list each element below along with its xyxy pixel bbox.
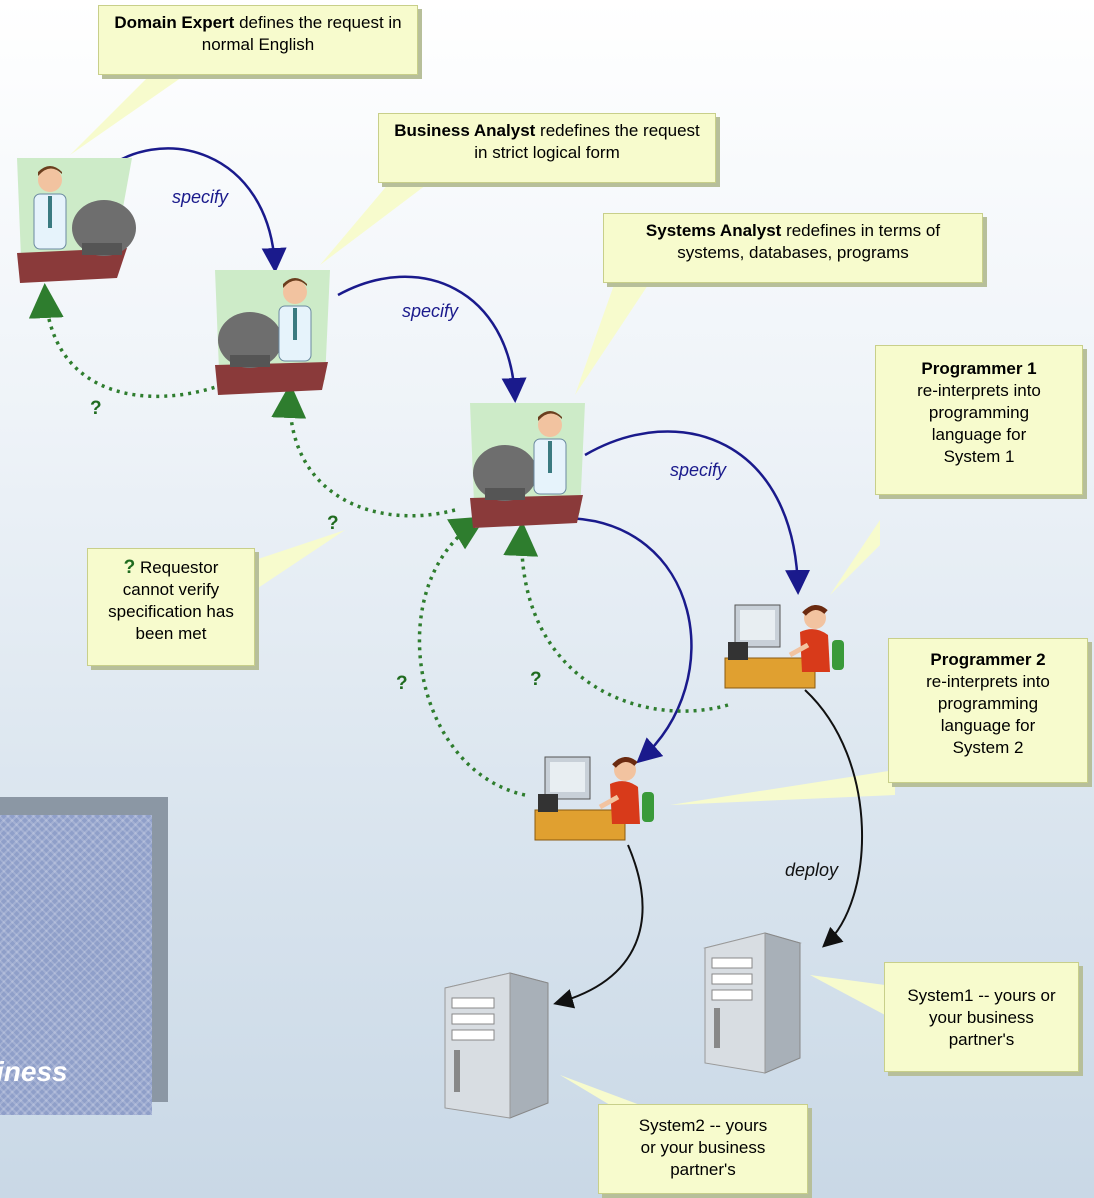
tail-programmer2: [670, 770, 895, 805]
label-deploy: deploy: [785, 860, 839, 880]
programmer1-icon: [724, 604, 844, 689]
note-systems-analyst: Systems Analyst redefines in terms of sy…: [603, 213, 983, 283]
deploy-arrow-2: [553, 844, 644, 1009]
tail-systems-analyst: [575, 282, 650, 395]
tail-requestor: [255, 530, 345, 590]
tail-system2: [560, 1075, 640, 1105]
system2-server-icon: [444, 972, 549, 1119]
arrow-specify-3: [584, 430, 811, 595]
note-system1: System1 -- yours or your business partne…: [884, 962, 1079, 1072]
question-mark-2: ?: [327, 513, 339, 534]
domain-expert-icon: [17, 158, 136, 283]
background-panel-pattern: [0, 815, 152, 1115]
programmer2-icon: [534, 756, 654, 841]
question-mark-1: ?: [90, 398, 102, 419]
arrow-specify-4: [564, 516, 693, 764]
note-business-analyst: Business Analyst redefines the request i…: [378, 113, 716, 183]
tail-domain-expert: [70, 75, 185, 155]
question-mark-4: ?: [530, 669, 542, 690]
feedback-arrow-3: [503, 521, 729, 713]
systems-analyst-icon: [470, 403, 585, 528]
feedback-arrow-4: [417, 516, 526, 797]
tail-system1: [810, 975, 885, 1015]
feedback-arrow-2: [271, 383, 456, 518]
note-requestor: ? Requestor cannot verify specification …: [87, 548, 255, 666]
arrow-specify-2: [337, 275, 527, 403]
tail-business-analyst: [320, 182, 430, 265]
feedback-arrow-1: [28, 283, 223, 399]
note-system2: System2 -- yours or your business partne…: [598, 1104, 808, 1194]
system1-server-icon: [703, 932, 802, 1074]
label-specify-3: specify: [670, 460, 727, 480]
tail-programmer1: [830, 520, 880, 595]
question-mark-3: ?: [396, 673, 408, 694]
business-analyst-icon: [215, 270, 330, 395]
deploy-arrow-1: [804, 689, 863, 948]
label-specify-1: specify: [172, 187, 229, 207]
note-domain-expert: Domain Expert defines the request in nor…: [98, 5, 418, 75]
label-specify-2: specify: [402, 301, 459, 321]
panel-text: iness: [0, 1056, 68, 1087]
